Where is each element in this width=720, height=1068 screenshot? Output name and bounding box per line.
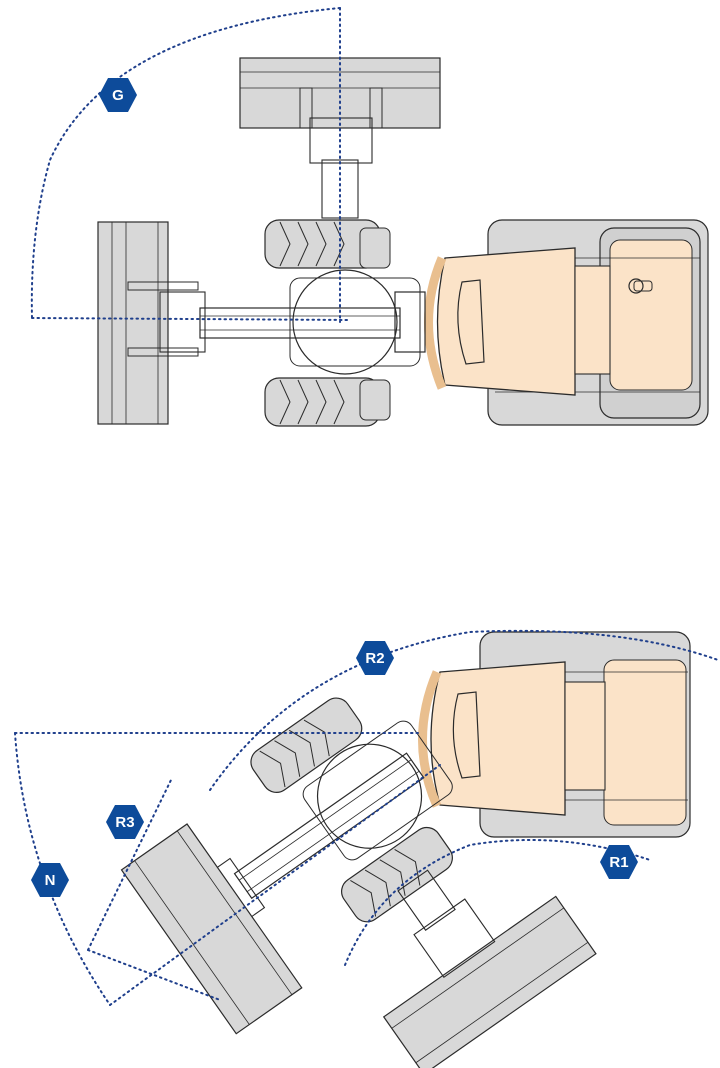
bottom-arc-r1 bbox=[344, 839, 651, 966]
bottom-cab-rear-block bbox=[564, 681, 606, 791]
bottom-boom-housing bbox=[302, 720, 453, 861]
badge-r1: R1 bbox=[600, 845, 638, 879]
bottom-machine-view bbox=[14, 629, 719, 1068]
top-exhaust-cap bbox=[628, 278, 644, 294]
top-center-line-h bbox=[31, 317, 351, 321]
top-axle-block-lower bbox=[359, 379, 391, 421]
top-swing-assembly bbox=[199, 269, 426, 375]
bottom-arc-r2 bbox=[209, 629, 719, 791]
bottom-cab-front-arc bbox=[418, 670, 442, 808]
top-cab-rear-block bbox=[574, 265, 611, 375]
top-machine-view bbox=[30, 7, 709, 427]
top-swing-ring bbox=[292, 269, 398, 375]
bottom-right-bucket-plate bbox=[382, 895, 597, 1068]
bottom-line-r3 bbox=[87, 777, 173, 951]
bottom-right-bucket bbox=[382, 869, 597, 1068]
badge-r3: R3 bbox=[106, 805, 144, 839]
top-cab-shell bbox=[436, 247, 576, 396]
top-left-bucket-plate bbox=[97, 221, 169, 425]
badge-g: G bbox=[99, 78, 137, 112]
top-cab bbox=[424, 247, 611, 396]
badge-r3-label: R3 bbox=[115, 814, 134, 831]
top-cab-window bbox=[457, 279, 485, 365]
bottom-right-bucket-link bbox=[413, 898, 496, 978]
badge-r2: R2 bbox=[356, 641, 394, 675]
badge-n-label: N bbox=[45, 872, 56, 889]
bottom-cab bbox=[418, 661, 606, 816]
top-arc-g bbox=[30, 7, 341, 319]
badge-g-label: G bbox=[112, 87, 124, 104]
badge-r3-shape bbox=[106, 805, 144, 839]
bottom-left-bucket bbox=[120, 823, 303, 1035]
bottom-left-bucket-plate bbox=[120, 823, 303, 1035]
top-cab-front-arc bbox=[424, 256, 447, 390]
bottom-boom-arm bbox=[233, 752, 425, 900]
bottom-cab-shell bbox=[430, 661, 566, 816]
bottom-tire-lower bbox=[341, 826, 453, 923]
top-left-bucket bbox=[97, 221, 206, 425]
bottom-reach-arcs bbox=[14, 629, 719, 1006]
top-boom-arm bbox=[199, 307, 401, 339]
top-front-tires bbox=[264, 219, 391, 427]
top-swing-post bbox=[394, 291, 426, 353]
badge-g-shape bbox=[99, 78, 137, 112]
top-boom-housing bbox=[289, 277, 421, 367]
top-axle-block bbox=[359, 227, 391, 269]
top-reach-arcs bbox=[30, 7, 351, 323]
badge-r1-label: R1 bbox=[609, 854, 628, 871]
bottom-swing-ring bbox=[316, 743, 423, 849]
bottom-cab-window bbox=[452, 691, 481, 779]
bottom-line-n-right bbox=[87, 949, 221, 1001]
badge-r1-shape bbox=[600, 845, 638, 879]
bottom-right-arm bbox=[397, 869, 456, 931]
badge-r2-label: R2 bbox=[365, 650, 384, 667]
top-engine-cover bbox=[609, 239, 693, 391]
badge-n-shape bbox=[31, 863, 69, 897]
bottom-tire-upper bbox=[250, 697, 363, 793]
top-left-bucket-link bbox=[159, 291, 206, 353]
badge-n: N bbox=[31, 863, 69, 897]
badge-r2-shape bbox=[356, 641, 394, 675]
bottom-line-n-bottom bbox=[109, 764, 441, 1006]
top-exhaust-pipe bbox=[633, 280, 653, 292]
